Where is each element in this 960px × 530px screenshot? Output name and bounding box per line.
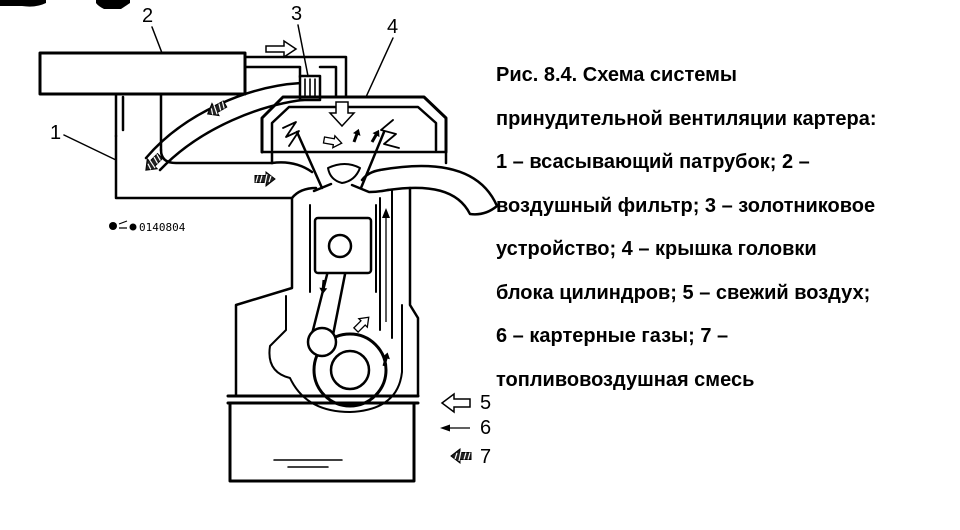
callout-leaders: [63, 24, 394, 161]
oil-level: [273, 459, 343, 468]
black-arrow-icon: [370, 129, 380, 143]
connecting-rod-big-end: [306, 326, 338, 358]
exhaust-port: [360, 168, 390, 194]
cropped-heading-fragment-right: [96, 0, 130, 9]
exhaust-valve: [350, 130, 386, 194]
block-right-wall: [408, 186, 420, 398]
hatched-arrow-icon: [145, 152, 164, 171]
cylinder-head-cover-inner: [270, 105, 438, 152]
ventilation-diagram: 1 2 3 4 0140804 5 6 7: [0, 0, 499, 483]
reference-symbol-icon: [109, 222, 117, 230]
crankshaft-journal: [329, 349, 371, 391]
caption-line: воздушный фильтр; 3 – золотниковое: [496, 194, 876, 217]
valve-spring-right: [380, 119, 400, 149]
hatched-arrow-icon: [206, 100, 228, 117]
arrow-hatch: [147, 153, 161, 170]
legend-6-arrow-head: [440, 424, 450, 432]
legend-5-hollow-arrow-icon: [440, 392, 471, 414]
intake-valve: [295, 130, 333, 193]
arrow-hatch: [255, 173, 272, 185]
black-arrow-icon: [319, 279, 328, 294]
legend: 5 6 7: [440, 392, 491, 468]
black-arrow-icon: [382, 352, 390, 367]
block-left-wall: [234, 196, 294, 398]
crankcase-gas-passage: [379, 189, 393, 339]
caption-line: принудительной вентиляции картера:: [496, 107, 877, 130]
hollow-arrow-icon: [328, 101, 356, 128]
legend-7-hatched-arrow-icon: [450, 447, 472, 465]
caption-line: Рис. 8.4. Схема системы: [496, 64, 737, 86]
spool-valve-ribs: [304, 78, 316, 98]
reference-symbol-lines: [118, 220, 128, 229]
caption-line: 1 – всасывающий патрубок; 2 –: [496, 151, 810, 173]
ventilation-hose: [243, 55, 348, 99]
oil-pan: [228, 401, 416, 483]
callout-2: 2: [142, 5, 153, 27]
oil-pan-flange: [226, 394, 420, 405]
piston-pin: [327, 233, 353, 259]
reference-symbol-icon: [129, 223, 137, 231]
intake-duct: [114, 134, 294, 200]
cylinder-head-joint: [260, 150, 448, 165]
callout-4: 4: [387, 16, 398, 38]
figure-caption: Рис. 8.4. Схема системы принудительной в…: [496, 54, 956, 402]
cropped-heading-fragment-left: [0, 0, 46, 7]
arrow-hatch: [210, 101, 225, 115]
cylinder-head-cover: [260, 95, 448, 154]
legend-5-number: 5: [480, 392, 491, 414]
intake-port: [270, 161, 318, 200]
legend-6-number: 6: [480, 417, 491, 439]
caption-line: блока цилиндров; 5 – свежий воздух;: [496, 281, 871, 304]
arrow-hatch: [454, 450, 471, 462]
hollow-arrow-icon: [322, 134, 343, 149]
reference-code: 0140804: [109, 220, 186, 234]
engine-drawing: [38, 24, 499, 483]
thin-arrow-head: [382, 208, 390, 218]
cylinder-bore: [309, 204, 377, 293]
valve-spring-left: [282, 121, 300, 147]
hatched-arrow-icon: [254, 170, 276, 188]
hollow-arrow-icon: [265, 39, 298, 59]
callout-3: 3: [291, 3, 302, 25]
legend-7-number: 7: [480, 446, 491, 468]
reference-code-text: 0140804: [139, 221, 186, 234]
hollow-arrow-icon: [352, 316, 370, 334]
combustion-chamber: [327, 163, 361, 184]
filter-outlet-neck: [114, 92, 163, 152]
caption-line: 6 – картерные газы; 7 –: [496, 325, 729, 347]
caption-line: топливовоздушная смесь: [496, 368, 755, 391]
caption-line: устройство; 4 – крышка головки: [496, 238, 817, 260]
spool-valve: [298, 74, 322, 102]
callout-1: 1: [50, 122, 61, 144]
black-arrow-icon: [352, 128, 361, 143]
air-filter-housing: [38, 51, 247, 96]
exhaust-pipe: [378, 164, 499, 216]
